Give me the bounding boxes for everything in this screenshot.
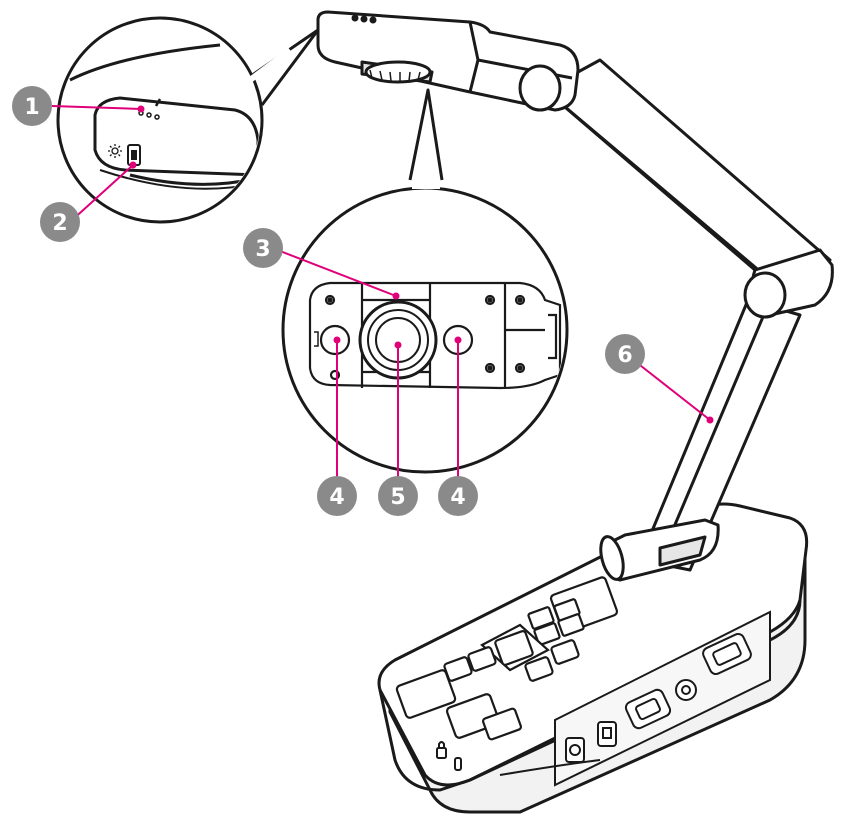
base-front-edge <box>499 759 601 776</box>
detail-circle-lens <box>281 88 569 474</box>
callout-1-label: 1 <box>24 95 39 120</box>
callout-2-label: 2 <box>52 211 67 236</box>
camera-arm-upper <box>543 58 834 319</box>
detail-circle-head <box>56 16 320 224</box>
callout-3-label: 3 <box>255 237 270 262</box>
base-control-panel <box>395 576 619 741</box>
callout-2: 2 <box>40 202 80 242</box>
camera-arm-lower <box>599 298 802 582</box>
callout-6: 6 <box>605 334 645 374</box>
callout-1: 1 <box>12 86 52 126</box>
camera-head <box>316 10 580 112</box>
callout-5: 5 <box>378 476 418 516</box>
lock-icon <box>436 741 462 771</box>
side-ports <box>554 610 771 787</box>
camera-lens <box>358 300 438 380</box>
callout-4-left-label: 4 <box>329 485 344 510</box>
callout-3: 3 <box>243 228 283 268</box>
callout-6-label: 6 <box>617 343 632 368</box>
sun-icon <box>108 144 122 158</box>
callout-5-label: 5 <box>390 485 405 510</box>
leader-lines <box>51 105 714 485</box>
callout-4-right: 4 <box>438 476 478 516</box>
callout-4-right-label: 4 <box>450 485 465 510</box>
callout-4-left: 4 <box>317 476 357 516</box>
